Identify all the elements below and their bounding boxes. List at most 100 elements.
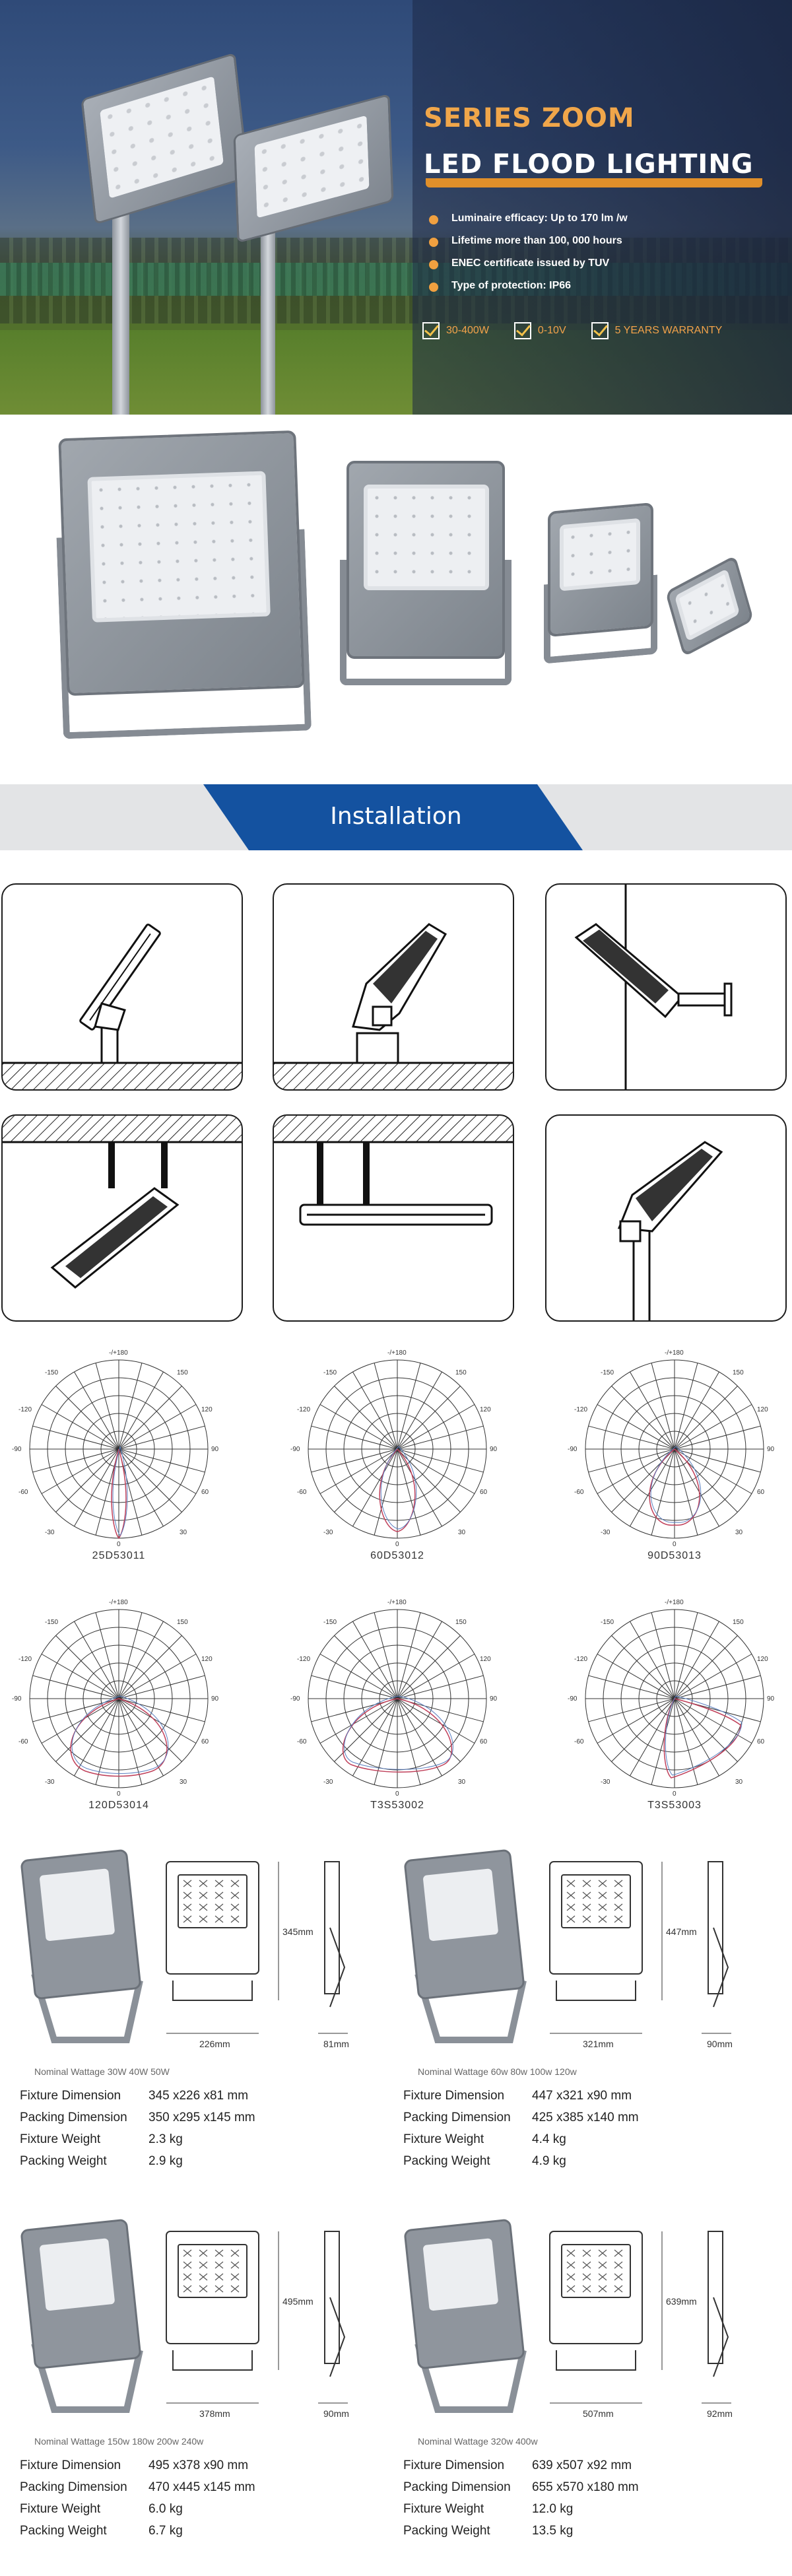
polar-angle-label: 30 (180, 1529, 187, 1536)
product-image-medium (340, 461, 512, 685)
model-spec-block: 447mm 321mm 90mm Nominal Wattage 60w 80w… (398, 1848, 774, 2205)
polar-angle-label: -150 (323, 1619, 337, 1626)
polar-angle-label: -/+180 (387, 1349, 407, 1357)
polar-angle-label: -150 (45, 1369, 59, 1376)
feature-checks: 30-400W 0-10V 5 YEARS WARRANTY (422, 322, 747, 339)
polar-angle-label: -30 (323, 1529, 333, 1536)
polar-diagram-label: 25D53011 (92, 1550, 146, 1561)
polar-angle-label: 90 (490, 1446, 498, 1453)
installation-diagram-floor-side (1, 883, 243, 1091)
feature-item: Luminaire efficacy: Up to 170 lm /w (428, 213, 628, 235)
polar-angle-label: 120 (757, 1406, 768, 1413)
polar-angle-label: -60 (297, 1738, 307, 1746)
polar-angle-label: -150 (323, 1369, 337, 1376)
polar-angle-label: -90 (290, 1446, 300, 1453)
nominal-wattage: Nominal Wattage 320w 400w (418, 2436, 538, 2447)
depth-label: 90mm (323, 2408, 349, 2419)
depth-label: 81mm (323, 2039, 349, 2049)
polar-angle-label: 60 (480, 1738, 488, 1746)
check-item: 5 YEARS WARRANTY (591, 322, 722, 339)
product-lineup (0, 415, 792, 784)
polar-angle-label: 60 (480, 1489, 488, 1496)
hero-text-panel (412, 0, 792, 415)
hero-title-product: LED FLOOD LIGHTING (424, 149, 754, 180)
bullet-dot-icon (429, 260, 438, 269)
polar-angle-label: -150 (45, 1619, 59, 1626)
polar-angle-label: -30 (601, 1529, 610, 1536)
polar-angle-label: 0 (395, 1790, 399, 1798)
bullet-dot-icon (429, 238, 438, 247)
polar-angle-label: -30 (601, 1779, 610, 1786)
product-image-side (665, 555, 754, 658)
polar-angle-label: 0 (117, 1790, 121, 1798)
polar-angle-label: -30 (45, 1779, 55, 1786)
polar-angle-label: 30 (180, 1779, 187, 1786)
polar-angle-label: 120 (201, 1656, 213, 1663)
polar-angle-label: 60 (757, 1738, 765, 1746)
installation-title: Installation (330, 803, 462, 830)
polar-diagram-label: 120D53014 (88, 1800, 149, 1811)
depth-label: 92mm (707, 2408, 733, 2419)
polar-angle-label: 30 (458, 1779, 466, 1786)
polar-angle-label: 0 (395, 1541, 399, 1548)
polar-angle-label: 0 (673, 1790, 676, 1798)
polar-angle-label: -/+180 (109, 1599, 128, 1606)
nominal-wattage: Nominal Wattage 60w 80w 100w 120w (418, 2066, 577, 2077)
polar-angle-label: -150 (601, 1369, 614, 1376)
polar-diagram-label: 60D53012 (370, 1550, 424, 1561)
polar-angle-label: -60 (574, 1489, 584, 1496)
polar-angle-label: -30 (45, 1529, 55, 1536)
installation-diagram-ceiling-angled (1, 1114, 243, 1322)
polar-angle-label: -150 (601, 1619, 614, 1626)
checkbox-icon (513, 322, 531, 339)
height-label: 447mm (666, 1926, 697, 1937)
width-label: 321mm (583, 2039, 614, 2049)
polar-angle-label: 150 (733, 1619, 744, 1626)
polar-angle-label: -90 (568, 1446, 578, 1453)
hero-banner: SERIES ZOOM LED FLOOD LIGHTING Luminaire… (0, 0, 792, 415)
polar-angle-label: 150 (733, 1369, 744, 1376)
polar-angle-label: -120 (297, 1406, 311, 1413)
width-label: 507mm (583, 2408, 614, 2419)
installation-diagram-pole (545, 1114, 787, 1322)
product-image-small (544, 502, 657, 664)
polar-angle-label: 150 (455, 1369, 467, 1376)
polar-angle-label: -/+180 (109, 1349, 128, 1357)
polar-angle-label: 90 (211, 1695, 219, 1703)
polar-angle-label: 60 (201, 1489, 209, 1496)
installation-diagram-floor-angled (273, 883, 514, 1091)
polar-angle-label: 0 (673, 1541, 676, 1548)
model-spec-block: 345mm 226mm 81mm Nominal Wattage 30W 40W… (15, 1848, 391, 2205)
polar-angle-label: -60 (18, 1738, 28, 1746)
polar-angle-label: -120 (297, 1656, 311, 1663)
polar-angle-label: -120 (574, 1656, 588, 1663)
check-item: 30-400W (422, 322, 489, 339)
polar-angle-label: -60 (297, 1489, 307, 1496)
polar-angle-label: -120 (18, 1656, 32, 1663)
polar-angle-label: 90 (767, 1695, 775, 1703)
polar-angle-label: 30 (458, 1529, 466, 1536)
polar-angle-label: -30 (323, 1779, 333, 1786)
polar-angle-label: 150 (177, 1619, 188, 1626)
polar-angle-label: 60 (201, 1738, 209, 1746)
nominal-wattage: Nominal Wattage 30W 40W 50W (34, 2066, 170, 2077)
polar-angle-label: 90 (490, 1695, 498, 1703)
